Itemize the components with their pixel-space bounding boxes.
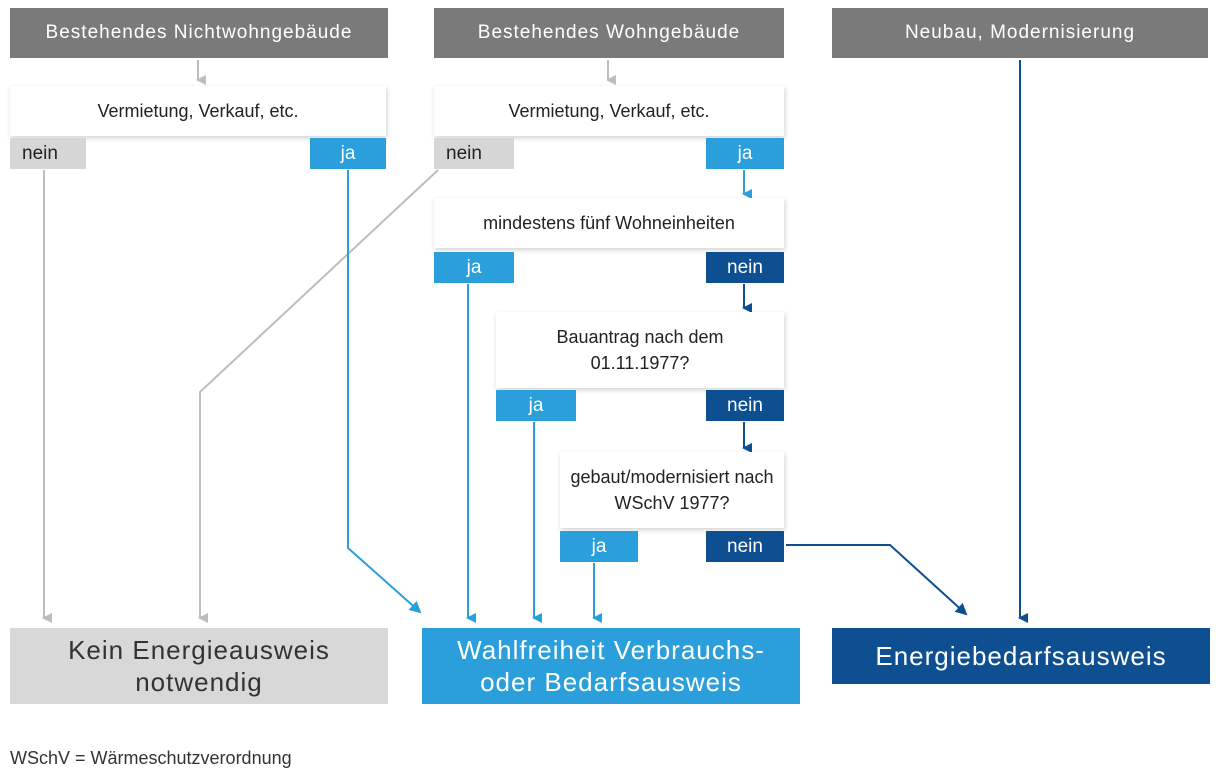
label-ja-wohneinheiten-text: ja — [466, 256, 482, 278]
question-bauantrag: Bauantrag nach dem 01.11.1977? — [496, 312, 784, 388]
top-box-wohngebaeude-label: Bestehendes Wohngebäude — [477, 22, 741, 43]
label-ja-wohn: ja — [706, 138, 784, 169]
arrow-right-nein-to-kein — [198, 169, 439, 623]
question-bauantrag-text: Bauantrag nach dem 01.11.1977? — [556, 327, 724, 373]
label-nein-wohn-text: nein — [446, 142, 482, 164]
result-kein-energieausweis-text: Kein Energieausweis notwendig — [68, 635, 330, 697]
label-ja-wohn-text: ja — [737, 142, 753, 164]
label-ja-bauantrag-text: ja — [528, 394, 544, 416]
top-box-nichtwohngebaeude: Bestehendes Nichtwohngebäude — [10, 8, 388, 58]
result-wahlfreiheit-text: Wahlfreiheit Verbrauchs- oder Bedarfsaus… — [457, 635, 765, 697]
label-ja-wschv-text: ja — [591, 535, 607, 557]
label-nein-wohneinheiten: nein — [706, 252, 784, 283]
label-nein-wschv-text: nein — [727, 535, 763, 557]
label-ja-left-text: ja — [340, 142, 356, 164]
question-wohneinheiten-text: mindestens fünf Wohneinheiten — [483, 213, 735, 233]
top-box-neubau-label: Neubau, Modernisierung — [904, 22, 1136, 43]
arrow-q4-nein-to-bedarf — [786, 544, 968, 616]
label-nein-bauantrag: nein — [706, 390, 784, 421]
label-ja-wschv: ja — [560, 531, 638, 562]
question-vermietung-left: Vermietung, Verkauf, etc. — [10, 86, 386, 136]
label-nein-left: nein — [10, 138, 86, 169]
label-nein-bauantrag-text: nein — [727, 394, 763, 416]
question-wohneinheiten: mindestens fünf Wohneinheiten — [434, 198, 784, 248]
arrow-left-ja-to-wahl — [347, 170, 422, 614]
result-energiebedarfsausweis-text: Energiebedarfsausweis — [875, 641, 1167, 671]
footnote: WSchV = Wärmeschutzverordnung — [10, 748, 292, 768]
label-ja-left: ja — [310, 138, 386, 169]
question-wschv: gebaut/modernisiert nach WSchV 1977? — [560, 452, 784, 528]
question-vermietung-left-text: Vermietung, Verkauf, etc. — [97, 101, 299, 121]
top-box-nichtwohngebaeude-label: Bestehendes Nichtwohngebäude — [45, 22, 353, 43]
label-nein-wohneinheiten-text: nein — [727, 256, 763, 278]
top-box-wohngebaeude: Bestehendes Wohngebäude — [434, 8, 784, 58]
label-nein-wschv: nein — [706, 531, 784, 562]
label-nein-wohn: nein — [434, 138, 514, 169]
result-energiebedarfsausweis: Energiebedarfsausweis — [832, 628, 1210, 684]
top-box-neubau: Neubau, Modernisierung — [832, 8, 1208, 58]
label-ja-bauantrag: ja — [496, 390, 576, 421]
result-kein-energieausweis: Kein Energieausweis notwendig — [10, 628, 388, 704]
question-vermietung-right-text: Vermietung, Verkauf, etc. — [508, 101, 710, 121]
label-nein-left-text: nein — [22, 142, 58, 164]
label-ja-wohneinheiten: ja — [434, 252, 514, 283]
question-vermietung-right: Vermietung, Verkauf, etc. — [434, 86, 784, 136]
question-wschv-text: gebaut/modernisiert nach WSchV 1977? — [570, 467, 774, 513]
result-wahlfreiheit: Wahlfreiheit Verbrauchs- oder Bedarfsaus… — [422, 628, 800, 704]
